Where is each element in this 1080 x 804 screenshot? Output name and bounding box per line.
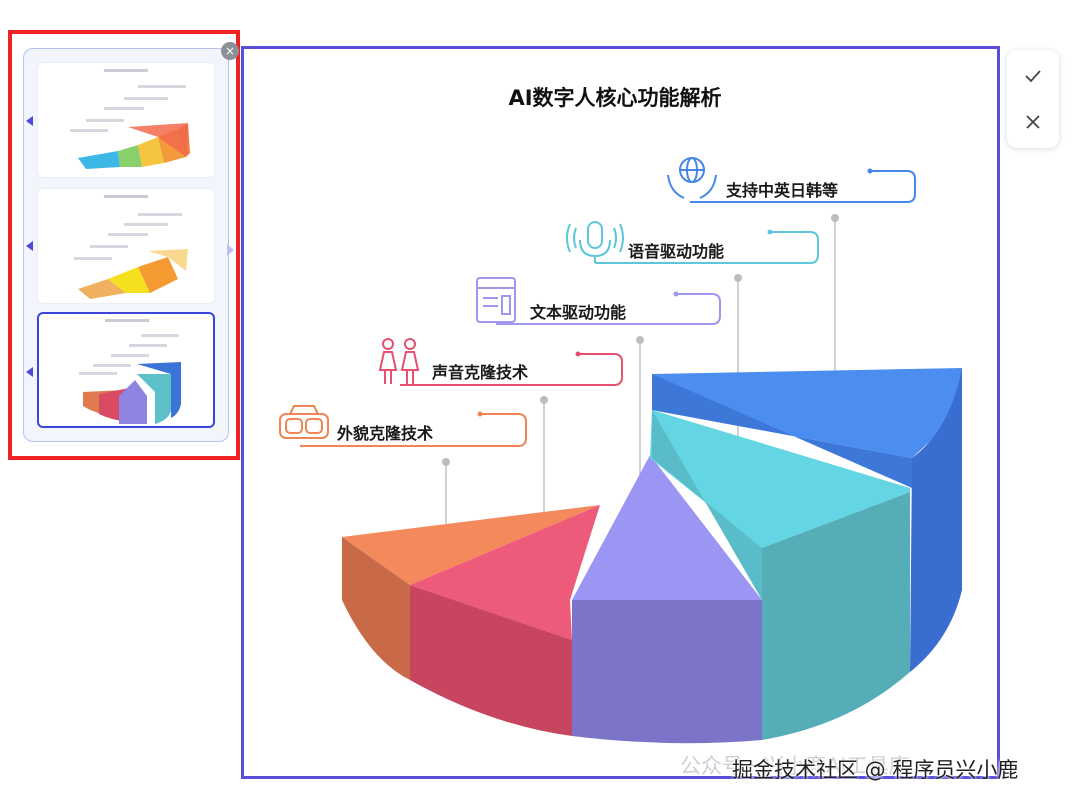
thumbnail-pointer-icon (26, 241, 33, 251)
thumbnail-preview-2 (74, 195, 188, 299)
label-voice-cloning: 声音克隆技术 (432, 363, 529, 382)
label-text-driven: 文本驱动功能 (530, 303, 627, 322)
microphone-icon (566, 221, 624, 263)
thumbnail-option-1[interactable] (37, 62, 215, 178)
slice-side (652, 374, 912, 488)
slice-top (652, 368, 962, 458)
slice-top (650, 410, 910, 548)
confirm-button[interactable] (1019, 62, 1047, 90)
close-icon[interactable]: × (221, 42, 239, 60)
thumbnail-pointer-icon (26, 116, 33, 126)
thumbnail-option-2[interactable] (37, 188, 215, 304)
document-icon (476, 277, 516, 323)
selection-highlight (8, 30, 240, 460)
slice-side (762, 492, 910, 740)
label-multilingual: 支持中英日韩等 (726, 181, 839, 200)
slice-side (410, 585, 572, 736)
slide-canvas[interactable] (241, 46, 1000, 779)
thumbnail-preview-1 (70, 69, 190, 169)
thumbnail-preview-3 (79, 319, 181, 424)
watermark-background: 公众号 · 兴小鹿AI工具库 (680, 754, 910, 778)
vr-headset-icon (279, 405, 329, 439)
check-icon (1025, 70, 1041, 83)
slice-top (572, 455, 762, 600)
thumbnail-pointer-icon (26, 367, 33, 377)
label-appearance-cloning: 外貌克隆技术 (337, 424, 434, 443)
cancel-button[interactable] (1019, 108, 1047, 136)
action-toolbar (1007, 50, 1059, 148)
slice-side (342, 537, 410, 680)
close-icon (1026, 115, 1040, 129)
panel-connector-icon (227, 244, 234, 256)
people-icon (378, 338, 420, 384)
globe-hands-icon (667, 157, 717, 199)
label-voice-driven: 语音驱动功能 (628, 242, 725, 261)
slice-top (342, 505, 600, 585)
watermark-foreground: 掘金技术社区 @ 程序员兴小鹿 (732, 758, 1019, 782)
slice-side (652, 410, 762, 600)
thumbnail-option-3[interactable] (37, 312, 215, 428)
slide-title: AI数字人核心功能解析 (508, 86, 722, 110)
slice-top (410, 505, 600, 640)
slice-side (572, 600, 762, 744)
slice-side (910, 368, 962, 672)
